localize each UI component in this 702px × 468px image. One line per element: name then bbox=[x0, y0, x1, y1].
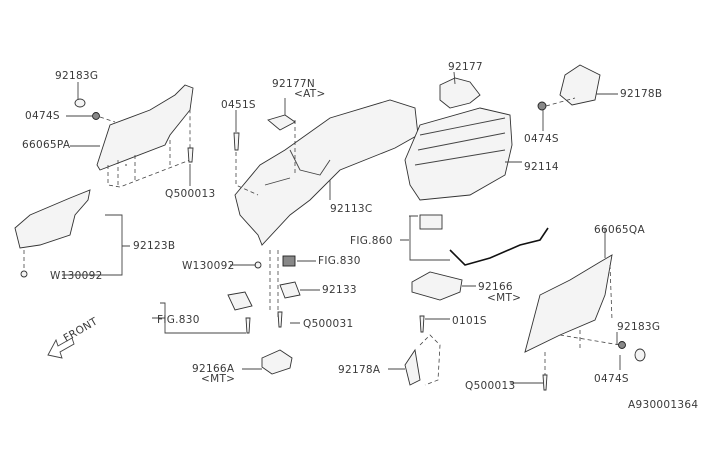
callout-0451s: 0451S bbox=[221, 99, 256, 111]
bracket-92178a[interactable] bbox=[404, 348, 421, 386]
front-label: FRONT bbox=[62, 315, 101, 344]
unit-fig860[interactable] bbox=[419, 214, 443, 230]
callout-q500013-right: Q500013 bbox=[465, 380, 515, 392]
callout-92183g-right: 92183G bbox=[617, 321, 660, 333]
part-92166a[interactable] bbox=[261, 349, 293, 375]
front-arrow-icon: FRONT bbox=[47, 315, 101, 359]
callout-66065qa: 66065QA bbox=[594, 224, 645, 236]
callout-fig830-lower: FIG.830 bbox=[157, 314, 200, 326]
screw-q500013-left[interactable] bbox=[187, 147, 194, 163]
screw-0474s-right[interactable] bbox=[537, 101, 547, 111]
part-92178b[interactable] bbox=[559, 64, 601, 106]
diagram-id: A930001364 bbox=[628, 399, 698, 411]
callout-92183g: 92183G bbox=[55, 70, 98, 82]
part-92133[interactable] bbox=[279, 281, 301, 299]
clip-w130092-left[interactable] bbox=[20, 270, 28, 278]
callout-q500013: Q500013 bbox=[165, 188, 215, 200]
part-92114-armrest[interactable] bbox=[404, 107, 513, 201]
callout-fig830: FIG.830 bbox=[318, 255, 361, 267]
part-92177-gasket[interactable] bbox=[439, 77, 481, 109]
callout-92133: 92133 bbox=[322, 284, 357, 296]
callout-92166a: 92166A bbox=[192, 363, 235, 375]
part-66065qa[interactable] bbox=[524, 254, 613, 353]
screw-0451s[interactable] bbox=[233, 132, 240, 151]
screw-0101s[interactable] bbox=[419, 315, 425, 333]
part-92177n[interactable] bbox=[267, 114, 296, 131]
switch-fig830-lower[interactable] bbox=[227, 291, 253, 311]
callout-0474s: 0474S bbox=[25, 110, 60, 122]
callout-mt-note: <MT> bbox=[201, 373, 235, 385]
part-0474s-left[interactable] bbox=[92, 112, 100, 120]
callout-92177: 92177 bbox=[448, 61, 483, 73]
callout-92177n: 92177N bbox=[272, 78, 315, 90]
callout-w130092-center: W130092 bbox=[182, 260, 235, 272]
part-92166[interactable] bbox=[411, 271, 463, 301]
part-66065pa[interactable] bbox=[96, 84, 194, 188]
callout-92178a: 92178A bbox=[338, 364, 381, 376]
callout-fig860: FIG.860 bbox=[350, 235, 393, 247]
callout-mt-note-2: <MT> bbox=[487, 292, 521, 304]
callout-0474s-right: 0474S bbox=[524, 133, 559, 145]
callout-0101s: 0101S bbox=[452, 315, 487, 327]
screw-q500031[interactable] bbox=[277, 311, 283, 328]
screw-q500013-right[interactable] bbox=[542, 374, 548, 391]
harness-fig860[interactable] bbox=[449, 227, 549, 266]
switch-fig830[interactable] bbox=[282, 255, 296, 267]
callout-92114: 92114 bbox=[524, 161, 559, 173]
callout-92166: 92166 bbox=[478, 281, 513, 293]
part-92123b[interactable] bbox=[14, 189, 91, 249]
callout-labels: 92183G 0474S 66065PA Q500013 92123B W130… bbox=[22, 61, 698, 411]
part-92183g-left[interactable] bbox=[74, 98, 86, 108]
callout-0474s-lower: 0474S bbox=[594, 373, 629, 385]
part-92183g-right[interactable] bbox=[634, 348, 646, 362]
callout-66065pa: 66065PA bbox=[22, 139, 71, 151]
screw-fig830[interactable] bbox=[245, 317, 251, 334]
screw-0474s-lower[interactable] bbox=[618, 341, 626, 349]
callout-92113c: 92113C bbox=[330, 203, 373, 215]
leader-lines bbox=[62, 71, 621, 384]
callout-q500031: Q500031 bbox=[303, 318, 353, 330]
callout-w130092: W130092 bbox=[50, 270, 103, 282]
callout-92178b: 92178B bbox=[620, 88, 662, 100]
part-92113c-console[interactable] bbox=[234, 99, 419, 246]
callout-92123b: 92123B bbox=[133, 240, 175, 252]
callout-at-note: <AT> bbox=[294, 88, 326, 100]
